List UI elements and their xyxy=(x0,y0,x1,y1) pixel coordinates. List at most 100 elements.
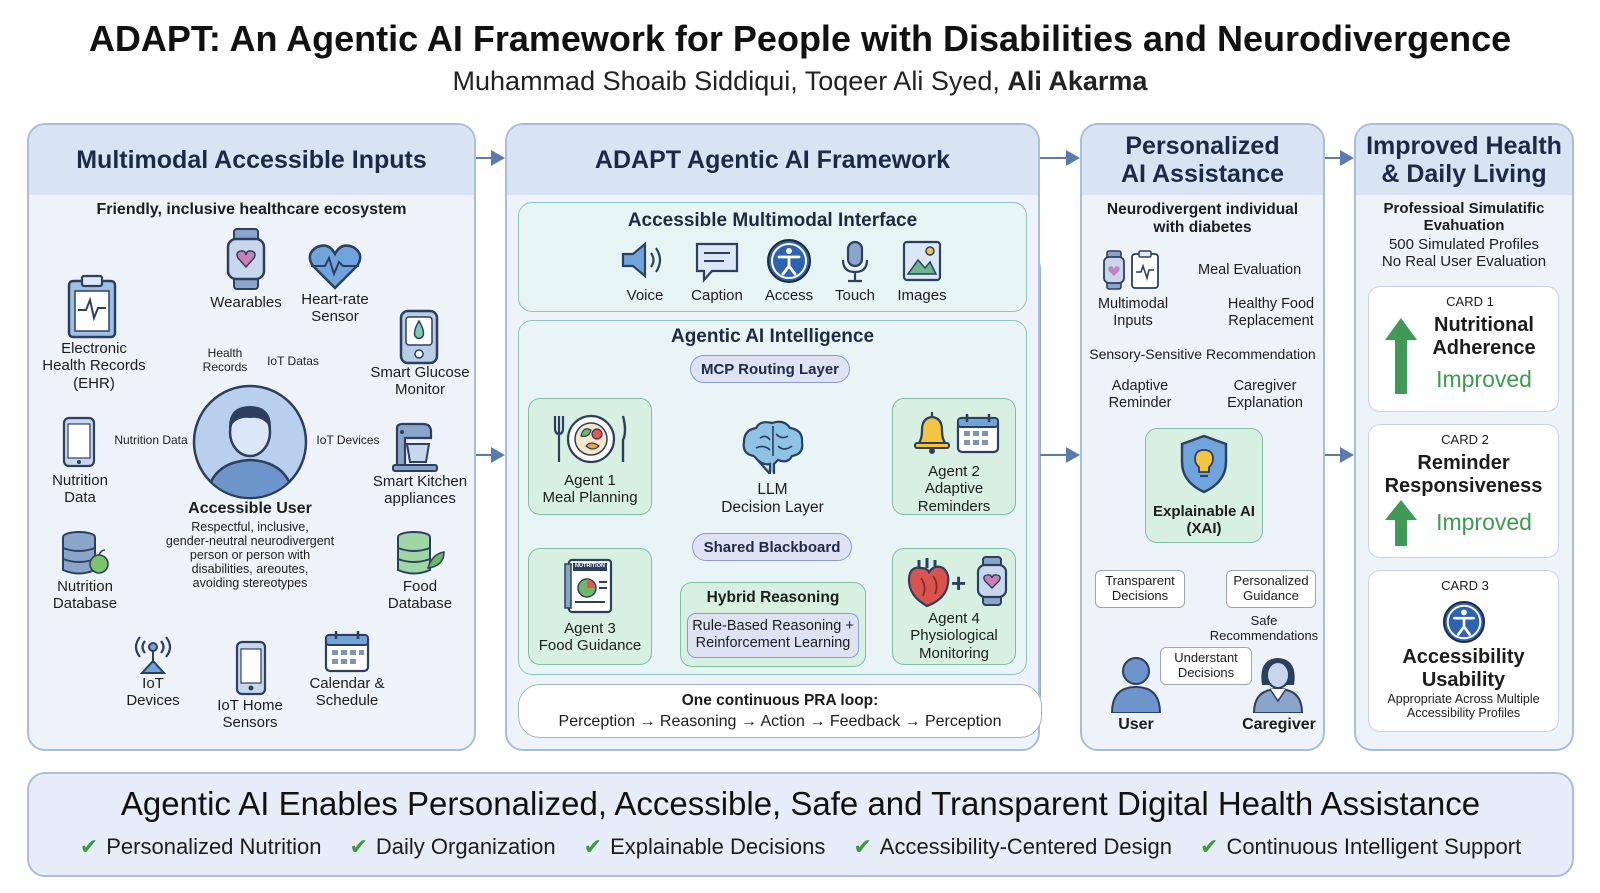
microphone-icon xyxy=(841,240,869,283)
iot-devices-label: IoT Devices xyxy=(126,675,180,710)
authors: Muhammad Shoaib Siddiqui, Toqeer Ali Sye… xyxy=(0,66,1600,97)
kitchen-label: Smart Kitchen appliances xyxy=(372,473,468,508)
check-icon: ✔ xyxy=(1200,834,1219,859)
pra-title: One continuous PRA loop: xyxy=(681,692,879,709)
edge-nutrition-data: Nutrition Data xyxy=(106,433,196,448)
footer-headline: Agentic AI Enables Personalized, Accessi… xyxy=(120,785,1481,822)
arrow-right-icon: → xyxy=(809,713,826,730)
agent1-label: Agent 1 Meal Planning xyxy=(542,472,638,507)
calendar-label: Calendar & Schedule xyxy=(309,675,385,710)
card2-tag: CARD 2 xyxy=(1441,432,1489,447)
arrow-up-icon xyxy=(1385,318,1417,394)
safe-recommendations: Safe Recommendations xyxy=(1209,613,1319,644)
assistance-header: Personalized AI Assistance xyxy=(1082,125,1323,195)
tablet-icon xyxy=(62,416,96,468)
check-icon: ✔ xyxy=(583,834,603,859)
interface-title: Accessible Multimodal Interface xyxy=(627,210,918,231)
framework-header: ADAPT Agentic AI Framework xyxy=(507,125,1038,195)
pra-step-perception: Perception xyxy=(558,713,636,730)
personalized-guidance: Personalized Guidance xyxy=(1226,570,1316,608)
inputs-subtitle: Friendly, inclusive healthcare ecosystem xyxy=(96,201,407,218)
benefit-item: ✔Daily Organization xyxy=(349,834,555,860)
ehr-label: Electronic Health Records (EHR) xyxy=(42,340,146,392)
mode-voice: Voice xyxy=(626,287,664,304)
benefits-list: ✔Personalized Nutrition ✔Daily Organizat… xyxy=(27,834,1574,860)
card3-tag: CARD 3 xyxy=(1441,578,1489,593)
user-title: Accessible User xyxy=(188,500,312,517)
edge-health-records: Health Records xyxy=(202,346,248,374)
arrow-right-icon: → xyxy=(740,713,757,730)
card1-status: Improved xyxy=(1436,366,1532,392)
card1-tag: CARD 1 xyxy=(1446,294,1494,309)
page-title: ADAPT: An Agentic AI Framework for Peopl… xyxy=(88,18,1512,59)
mode-caption: Caption xyxy=(691,287,743,304)
mode-images: Images xyxy=(897,287,947,304)
authors-bold: Ali Akarma xyxy=(1007,66,1148,96)
profiles-label: 500 Simulated Profiles No Real User Eval… xyxy=(1381,236,1547,271)
meal-evaluation: Meal Evaluation xyxy=(1198,262,1302,278)
shield-bulb-icon xyxy=(1180,434,1228,494)
reminder-calendar-icon xyxy=(956,414,1000,454)
hybrid-description: Rule-Based Reasoning + Reinforcement Lea… xyxy=(687,613,859,658)
phone-icon xyxy=(235,640,267,696)
xai-label: Explainable AI (XAI) xyxy=(1153,503,1255,538)
benefit-item: ✔Personalized Nutrition xyxy=(80,834,322,860)
assistance-subtitle: Neurodivergent individual with diabetes xyxy=(1106,201,1299,236)
benefit-label: Daily Organization xyxy=(375,834,556,859)
edge-iot-datas: IoT Datas xyxy=(267,354,319,368)
calendar-icon xyxy=(324,631,370,673)
benefit-item: ✔Continuous Intelligent Support xyxy=(1200,834,1521,860)
clipboard-icon xyxy=(67,274,117,339)
user-label: User xyxy=(1118,716,1154,733)
pra-steps: Perception → Reasoning → Action → Feedba… xyxy=(535,713,1025,731)
card-3 xyxy=(1368,570,1559,732)
meal-plate-icon xyxy=(553,414,627,464)
edge-iot-devices: IoT Devices xyxy=(308,433,388,448)
user-avatar-icon xyxy=(192,384,308,500)
nutrition-db-label: Nutrition Database xyxy=(52,578,118,613)
sensory-sensitive-recommendation: Sensory-Sensitive Recommendation xyxy=(1089,346,1316,362)
pra-loop-box xyxy=(518,684,1042,738)
benefit-label: Personalized Nutrition xyxy=(106,834,322,859)
stand-mixer-icon xyxy=(392,422,438,472)
intelligence-title: Agentic AI Intelligence xyxy=(670,326,875,347)
pra-step-perception-again: Perception xyxy=(924,713,1002,730)
nutrition-label-icon xyxy=(564,558,613,614)
footer-banner xyxy=(27,772,1574,877)
agent3-label: Agent 3 Food Guidance xyxy=(538,620,642,655)
healthy-food-replacement: Healthy Food Replacement xyxy=(1227,296,1315,329)
outcomes-header: Improved Health & Daily Living xyxy=(1356,125,1572,195)
card3-title: Accessibility Usability xyxy=(1402,646,1525,692)
benefit-label: Explainable Decisions xyxy=(610,834,826,859)
card2-status: Improved xyxy=(1436,509,1532,535)
bell-icon xyxy=(914,412,950,454)
benefit-item: ✔ Explainable Decisions xyxy=(584,834,826,860)
speaker-icon xyxy=(621,241,662,279)
wearables-label: Wearables xyxy=(210,294,282,311)
agent2-label: Agent 2 Adaptive Reminders xyxy=(917,463,991,515)
mcp-routing-layer: MCP Routing Layer xyxy=(690,355,850,383)
iot-home-label: IoT Home Sensors xyxy=(217,697,283,732)
mode-touch: Touch xyxy=(834,287,876,304)
brain-icon xyxy=(742,420,804,474)
anatomical-heart-icon xyxy=(907,558,950,608)
antenna-icon xyxy=(134,636,172,674)
arrow-right-icon: → xyxy=(639,713,656,730)
caregiver-explanation: Caregiver Explanation xyxy=(1227,378,1303,411)
understant-decisions: Understant Decisions xyxy=(1160,647,1252,685)
pra-step-action: Action xyxy=(760,713,805,730)
benefit-label: Accessibility-Centered Design xyxy=(879,834,1172,859)
arrow-right-icon: → xyxy=(904,713,921,730)
user-person-icon xyxy=(1110,657,1162,713)
transparent-decisions: Transparent Decisions xyxy=(1095,570,1185,608)
agent4-label: Agent 4 Physiological Monitoring xyxy=(910,610,998,662)
nutrition-data-label: Nutrition Data xyxy=(52,472,108,507)
accessibility-icon xyxy=(767,239,811,283)
glucose-label: Smart Glucose Monitor xyxy=(370,364,470,399)
check-icon: ✔ xyxy=(853,834,872,859)
benefit-item: ✔ Accessibility-Centered Design xyxy=(853,834,1172,860)
multimodal-inputs-label: Multimodal Inputs xyxy=(1097,296,1169,329)
nutrition-database-icon xyxy=(62,531,109,575)
mode-access: Access xyxy=(764,287,814,304)
accessibility-outcome-icon xyxy=(1442,600,1486,644)
